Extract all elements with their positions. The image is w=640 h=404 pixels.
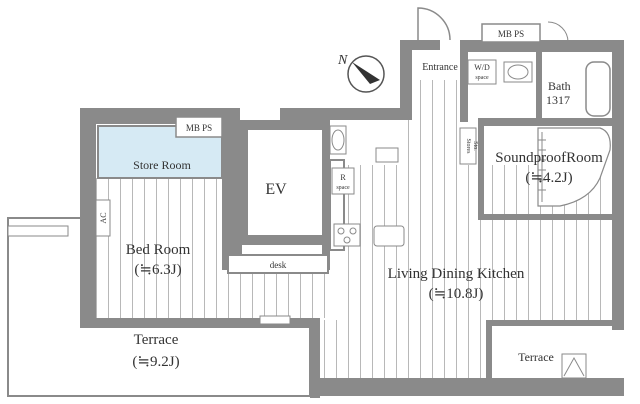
ac-unit <box>95 199 111 237</box>
outdoor-unit-mark <box>563 356 585 377</box>
bedroom-floor <box>96 178 222 318</box>
room-label-soundproof: SoundproofRoom <box>495 150 603 166</box>
fixture-label-r-space: space <box>336 185 350 191</box>
room-label-entrance: Entrance <box>422 62 458 73</box>
room-label-ldk: Living Dining Kitchen <box>388 266 525 282</box>
mb-ps-left <box>175 116 223 138</box>
fixture-label-wd: W/D <box>474 63 490 72</box>
bathtub <box>585 61 611 117</box>
room-label-bed-room: Bed Room <box>126 242 191 258</box>
r-space-box <box>331 167 355 195</box>
fixture-label-desk: desk <box>270 260 287 270</box>
bath-door-arc <box>547 21 569 43</box>
fixture-label-mb-ps-left: MB PS <box>186 123 212 133</box>
entrance-door-arc <box>417 7 451 41</box>
fixture-label-stores-sto: Sto. <box>472 141 478 151</box>
bedroom-floor-lower <box>222 270 330 318</box>
compass-north-label: N <box>337 53 348 68</box>
toilet-icon <box>329 125 347 155</box>
terrace-left <box>7 217 311 397</box>
room-label-ev: EV <box>265 181 287 198</box>
fixture-label-stores: Stores <box>465 139 471 155</box>
mb-ps-top <box>481 23 541 43</box>
piano-icon <box>537 127 611 207</box>
terrace-right-floor <box>490 325 612 377</box>
room-area-terrace-left: (≒9.2J) <box>132 354 179 370</box>
room-size-bath: 1317 <box>546 93 570 107</box>
fixture-label-wd-space: space <box>475 75 489 81</box>
washbasin-bowl <box>507 64 529 80</box>
piano-keys <box>538 132 546 202</box>
ldk-floor-lower <box>318 320 486 378</box>
stores-box <box>459 127 477 165</box>
room-label-terrace-left: Terrace <box>134 332 179 348</box>
room-area-bed-room: (≒6.3J) <box>134 262 181 278</box>
room-area-ldk: (≒10.8J) <box>429 286 484 302</box>
hand-sink <box>375 147 399 163</box>
wd-space-box <box>467 59 497 85</box>
room-label-terrace-right: Terrace <box>518 350 554 364</box>
kitchen-sink <box>373 225 405 247</box>
fixture-label-ac: AC <box>99 212 108 223</box>
stove-icon <box>333 223 361 247</box>
room-label-bath: Bath <box>548 79 571 93</box>
room-label-store-room: Store Room <box>133 158 191 172</box>
room-area-soundproof: (≒4.2J) <box>525 170 572 186</box>
compass-icon <box>347 55 385 93</box>
fixture-label-r: R <box>340 173 346 182</box>
fixture-label-mb-ps-top: MB PS <box>498 29 524 39</box>
window-unit <box>259 315 291 325</box>
